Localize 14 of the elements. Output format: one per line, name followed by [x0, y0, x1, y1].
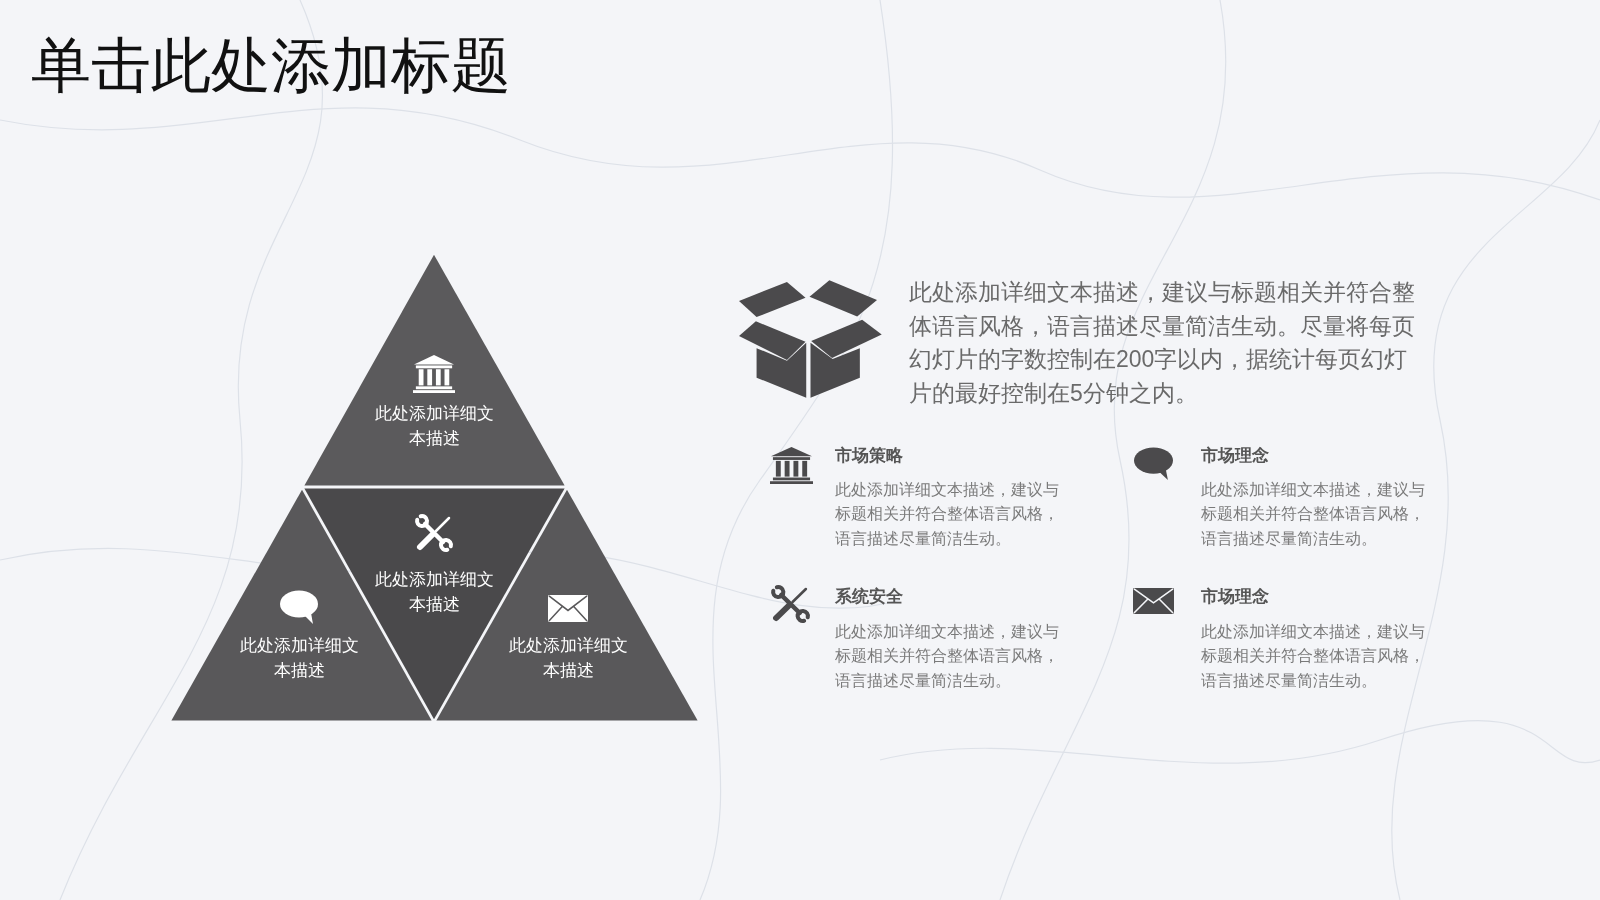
panel-text: 此处添加详细文本描述	[238, 635, 360, 682]
item-description: 此处添加详细文本描述，建议与标题相关并符合整体语言风格，语言描述尽量简洁生动。	[835, 480, 1060, 549]
item-heading: 系统安全	[835, 586, 903, 608]
panel-text: 此处添加详细文本描述	[507, 635, 629, 682]
item-description: 此处添加详细文本描述，建议与标题相关并符合整体语言风格，语言描述尽量简洁生动。	[1201, 480, 1426, 549]
item-heading: 市场理念	[1201, 586, 1269, 608]
description-paragraph: 此处添加详细文本描述，建议与标题相关并符合整体语言风格，语言描述尽量简洁生动。尽量将每页幻灯片的字数控制在200字以内，据统计每页幻灯片的最好控制在5分钟之内。	[909, 278, 1416, 409]
item-heading: 市场策略	[835, 445, 903, 467]
item-heading: 市场理念	[1201, 445, 1269, 467]
slide-title: 单击此处添加标题	[31, 31, 511, 101]
panel-text: 此处添加详细文本描述	[373, 569, 495, 616]
item-description: 此处添加详细文本描述，建议与标题相关并符合整体语言风格，语言描述尽量简洁生动。	[835, 622, 1060, 691]
panel-text: 此处添加详细文本描述	[373, 403, 495, 450]
item-description: 此处添加详细文本描述，建议与标题相关并符合整体语言风格，语言描述尽量简洁生动。	[1201, 622, 1426, 691]
